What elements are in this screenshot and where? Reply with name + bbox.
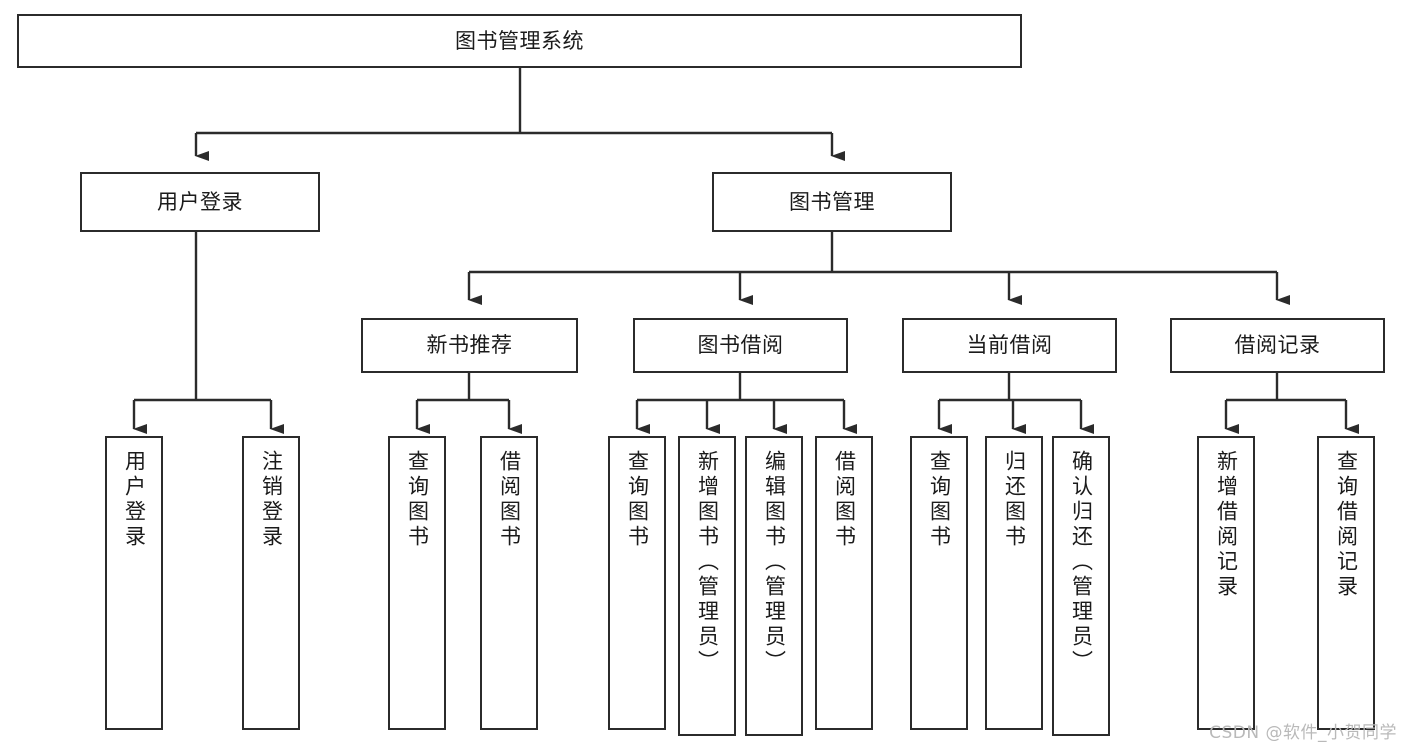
leaf-query-book-1[interactable]: 查询图书 <box>388 436 446 730</box>
leaf-confirm-return[interactable]: 确认归还（管理员） <box>1052 436 1110 736</box>
node-book-borrow[interactable]: 图书借阅 <box>633 318 848 373</box>
leaf-logout-label: 注销登录 <box>259 450 284 550</box>
node-borrow-record[interactable]: 借阅记录 <box>1170 318 1385 373</box>
node-root[interactable]: 图书管理系统 <box>17 14 1022 68</box>
leaf-borrow-book-1-label: 借阅图书 <box>497 450 522 550</box>
leaf-query-record[interactable]: 查询借阅记录 <box>1317 436 1375 730</box>
node-root-label: 图书管理系统 <box>455 28 584 53</box>
leaf-logout[interactable]: 注销登录 <box>242 436 300 730</box>
node-user-login-label: 用户登录 <box>157 189 243 214</box>
leaf-add-record[interactable]: 新增借阅记录 <box>1197 436 1255 730</box>
leaf-query-book-2-label: 查询图书 <box>625 450 650 550</box>
leaf-add-book[interactable]: 新增图书（管理员） <box>678 436 736 736</box>
leaf-query-book-2[interactable]: 查询图书 <box>608 436 666 730</box>
leaf-user-login-label: 用户登录 <box>122 450 147 550</box>
node-new-book-recommend[interactable]: 新书推荐 <box>361 318 578 373</box>
leaf-return-book-label: 归还图书 <box>1002 450 1027 550</box>
leaf-user-login[interactable]: 用户登录 <box>105 436 163 730</box>
leaf-edit-book-label: 编辑图书（管理员） <box>762 450 787 675</box>
node-book-manage-label: 图书管理 <box>789 189 875 214</box>
leaf-add-book-label: 新增图书（管理员） <box>695 450 720 675</box>
leaf-return-book[interactable]: 归还图书 <box>985 436 1043 730</box>
node-current-borrow[interactable]: 当前借阅 <box>902 318 1117 373</box>
leaf-borrow-book-2[interactable]: 借阅图书 <box>815 436 873 730</box>
leaf-query-book-3[interactable]: 查询图书 <box>910 436 968 730</box>
node-new-book-recommend-label: 新书推荐 <box>426 333 513 358</box>
leaf-query-book-1-label: 查询图书 <box>405 450 430 550</box>
leaf-query-book-3-label: 查询图书 <box>927 450 952 550</box>
leaf-add-record-label: 新增借阅记录 <box>1214 450 1239 600</box>
leaf-borrow-book-2-label: 借阅图书 <box>832 450 857 550</box>
leaf-borrow-book-1[interactable]: 借阅图书 <box>480 436 538 730</box>
leaf-confirm-return-label: 确认归还（管理员） <box>1069 450 1094 675</box>
node-borrow-record-label: 借阅记录 <box>1234 333 1321 358</box>
leaf-edit-book[interactable]: 编辑图书（管理员） <box>745 436 803 736</box>
leaf-query-record-label: 查询借阅记录 <box>1334 450 1359 600</box>
node-book-borrow-label: 图书借阅 <box>697 333 784 358</box>
node-book-manage[interactable]: 图书管理 <box>712 172 952 232</box>
node-current-borrow-label: 当前借阅 <box>966 333 1053 358</box>
node-user-login[interactable]: 用户登录 <box>80 172 320 232</box>
